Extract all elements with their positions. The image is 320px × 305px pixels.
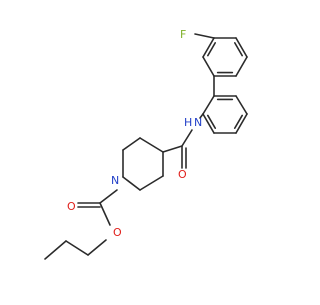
fluorophenyl-ring-bond — [202, 56, 215, 77]
atom-label-carbonyl-oxygen: O — [67, 200, 76, 213]
atom-label-amide-oxygen: O — [178, 168, 187, 181]
atom-label-amide-nitrogen: N — [194, 116, 202, 129]
phenyl-ring-double-bond — [233, 114, 243, 129]
aryl-n-bond — [199, 113, 204, 119]
molecule-diagram: F H N O N O O — [44, 28, 248, 260]
piperidine-bond — [139, 137, 164, 153]
propyl-bond — [65, 240, 89, 256]
phenyl-ring-bond — [235, 95, 248, 115]
atom-label-fluorine: F — [180, 28, 186, 41]
n-carbamate-bond — [99, 189, 118, 204]
piperidine-carbonyl-bond — [162, 145, 183, 153]
c-f-bond — [194, 33, 215, 39]
atom-label-amide-hydrogen: H — [184, 116, 192, 129]
fluorophenyl-ring-double-bond — [207, 42, 216, 57]
phenyl-ring-bond — [202, 95, 215, 115]
fluorophenyl-ring-bond — [202, 37, 215, 58]
bond-layer — [44, 33, 248, 260]
fluorophenyl-ring-bond — [235, 37, 248, 58]
structure-canvas: F H N O N O O — [44, 28, 248, 260]
piperidine-bond — [122, 137, 141, 151]
phenyl-ring-bond — [202, 113, 215, 134]
fluorophenyl-ring-bond — [235, 56, 248, 77]
phenyl-ring-double-bond — [207, 114, 217, 129]
n-carbonyl-bond — [181, 129, 193, 147]
carbamate-co-ester-bond — [99, 202, 111, 226]
o-propyl-bond — [87, 239, 107, 256]
piperidine-bond — [122, 176, 141, 191]
atom-label-ring-nitrogen: N — [111, 174, 119, 187]
atom-label-ester-oxygen: O — [113, 226, 122, 239]
atom-labels: F H N O N O O — [67, 28, 202, 239]
piperidine-bond — [139, 175, 164, 191]
phenyl-ring-bond — [235, 113, 248, 134]
fluorophenyl-ring-double-bond — [234, 42, 243, 57]
propyl-bond — [44, 240, 67, 260]
